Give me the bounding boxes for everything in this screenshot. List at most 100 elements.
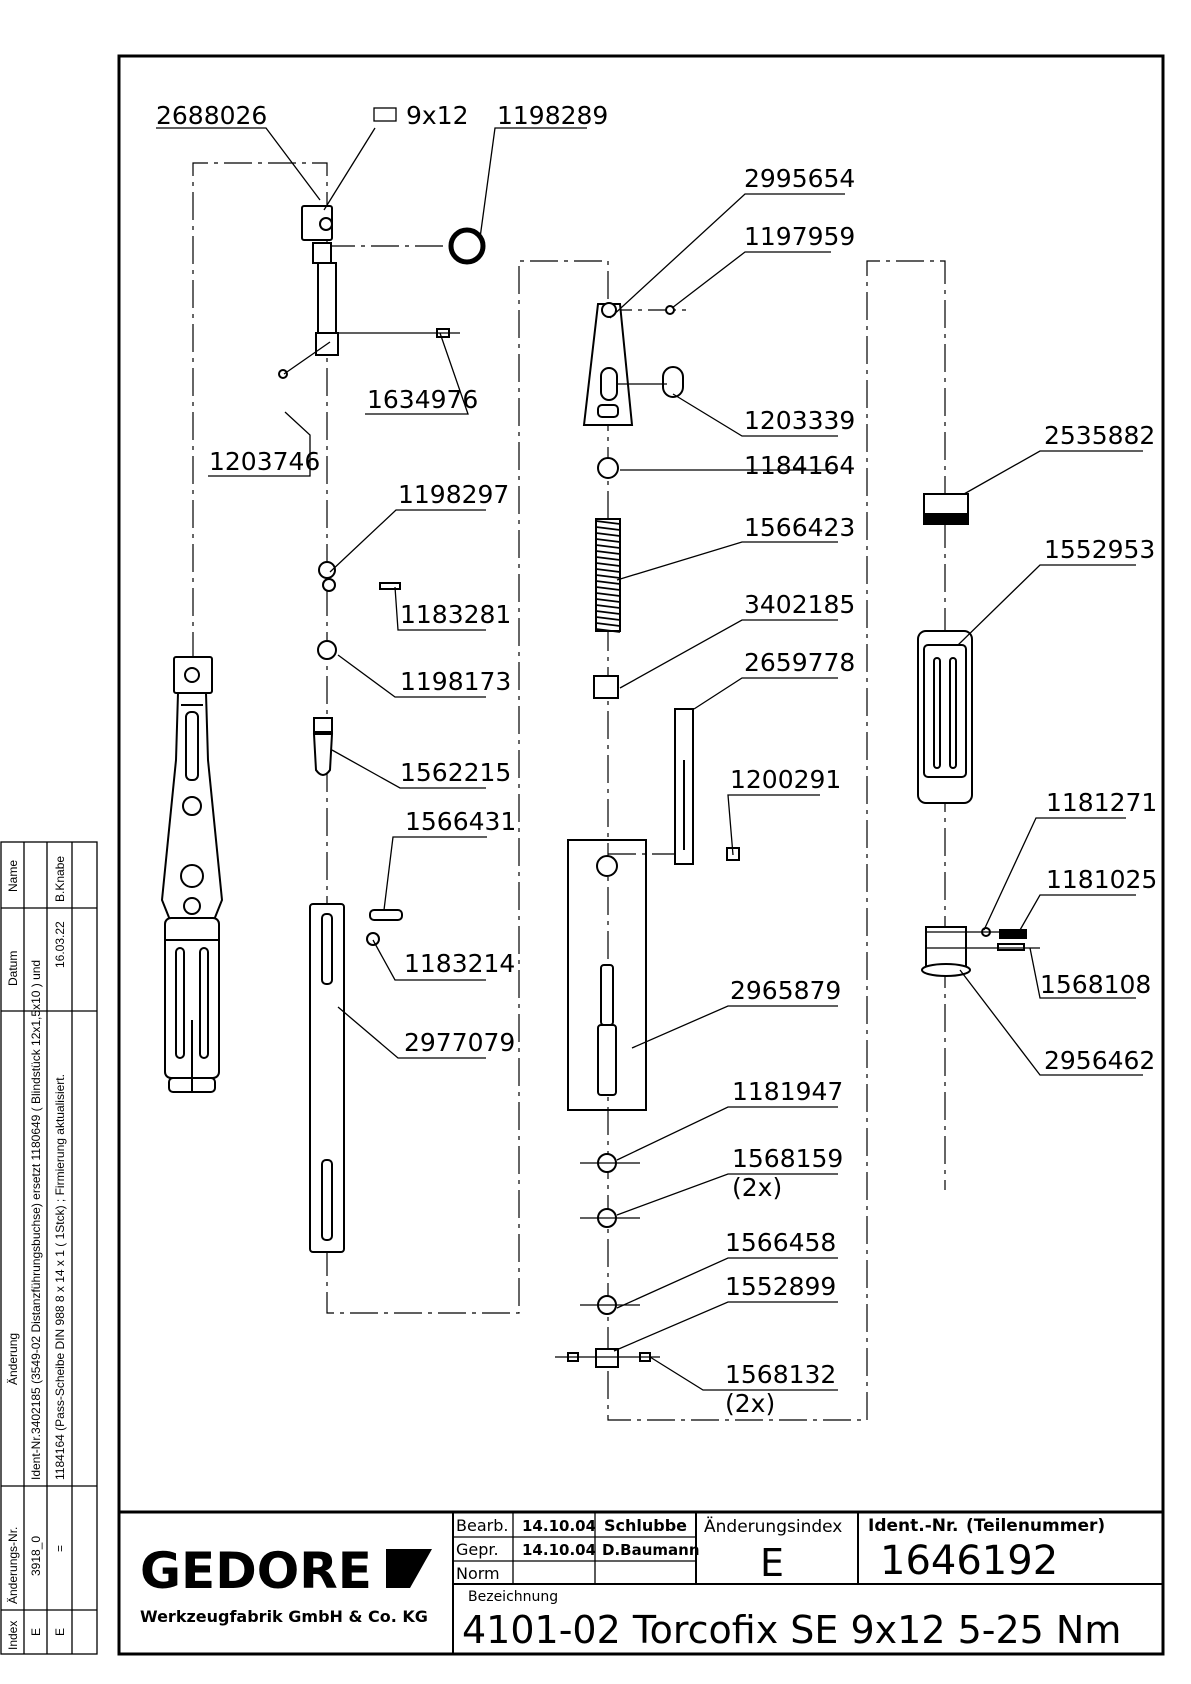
rev-header-aenderungs-nr: Änderungs-Nr. xyxy=(6,1527,20,1604)
spring-coil xyxy=(595,562,621,567)
label-1568108: 1568108 xyxy=(1040,970,1151,999)
label-1562215: 1562215 xyxy=(400,758,511,787)
spring-coil xyxy=(595,604,621,609)
spring-coil xyxy=(595,598,621,603)
label-square-drive: 9x12 xyxy=(406,101,469,130)
rev-row2-index: E xyxy=(53,1628,67,1636)
aenderungsindex-label: Änderungsindex xyxy=(704,1516,842,1537)
column-2-labels xyxy=(373,107,397,122)
spring-coil xyxy=(595,628,621,633)
label-1198297: 1198297 xyxy=(398,480,509,509)
rev-row2-nr: = xyxy=(53,1545,67,1552)
rev-row1-nr: 3918_0 xyxy=(29,1536,43,1576)
bearb-name: Schlubbe xyxy=(604,1516,687,1535)
label-1197959: 1197959 xyxy=(744,222,855,251)
column-2-parts xyxy=(278,205,486,1253)
ident-sub-label: (Teilenummer) xyxy=(966,1516,1105,1536)
label-1181025: 1181025 xyxy=(1046,865,1157,894)
company-sub: Werkzeugfabrik GmbH & Co. KG xyxy=(140,1607,428,1626)
label-1203746: 1203746 xyxy=(209,447,320,476)
ident-label: Ident.-Nr. xyxy=(868,1516,958,1536)
column-2-leaders xyxy=(156,127,587,1059)
spring-coil xyxy=(595,532,621,537)
rev-row2-text: 1184164 (Pass-Scheibe DIN 988 8 x 14 x 1… xyxy=(53,1074,67,1480)
rev-header-name: Name xyxy=(6,860,20,892)
spring-coil xyxy=(595,556,621,561)
rev-row1-index: E xyxy=(29,1628,43,1636)
gepr-date: 14.10.04 xyxy=(522,1541,596,1559)
spring-coil xyxy=(595,586,621,591)
spring-coil xyxy=(595,622,621,627)
norm-label: Norm xyxy=(456,1564,500,1583)
label-1200291: 1200291 xyxy=(730,765,841,794)
rev-row2-name: B.Knabe xyxy=(53,856,67,902)
label-1568159: 1568159 xyxy=(732,1144,843,1173)
spring-coil xyxy=(595,574,621,579)
spring-coil xyxy=(595,568,621,573)
label-1568159-qty: (2x) xyxy=(732,1173,782,1202)
spring-coil xyxy=(595,550,621,555)
spring-coils xyxy=(595,520,621,633)
bearb-date: 14.10.04 xyxy=(522,1517,596,1535)
label-2688026: 2688026 xyxy=(156,101,267,130)
gepr-name: D.Baumann xyxy=(602,1541,700,1559)
assembled-wrench xyxy=(160,656,224,1093)
label-1183281: 1183281 xyxy=(400,600,511,629)
label-2977079: 2977079 xyxy=(404,1028,515,1057)
title-block xyxy=(117,1510,1165,1656)
spring-coil xyxy=(595,592,621,597)
spring-coil xyxy=(595,544,621,549)
label-1634976: 1634976 xyxy=(367,385,478,414)
column-4-leaders xyxy=(926,450,1143,1076)
gepr-label: Gepr. xyxy=(456,1540,499,1559)
label-3402185: 3402185 xyxy=(744,590,855,619)
company-logo: GEDORE Werkzeugfabrik GmbH & Co. KG xyxy=(140,1542,432,1626)
spring-coil xyxy=(595,538,621,543)
spring-coil xyxy=(595,616,621,621)
label-1203339: 1203339 xyxy=(744,406,855,435)
label-1184164: 1184164 xyxy=(744,451,855,480)
spring-coil xyxy=(595,520,621,525)
rev-row2-datum: 16.03.22 xyxy=(53,921,67,968)
label-1566431: 1566431 xyxy=(405,807,516,836)
label-1568132-qty: (2x) xyxy=(725,1389,775,1418)
spring-coil xyxy=(595,526,621,531)
rev-header-datum: Datum xyxy=(6,951,20,986)
bezeichnung-label: Bezeichnung xyxy=(468,1589,558,1605)
logo-text: GEDORE xyxy=(140,1542,372,1600)
drawing-frame xyxy=(117,54,1165,1656)
label-1566458: 1566458 xyxy=(725,1228,836,1257)
revision-text: Index Änderungs-Nr. Änderung Datum Name … xyxy=(6,856,67,1650)
label-1552899: 1552899 xyxy=(725,1272,836,1301)
label-1568132: 1568132 xyxy=(725,1360,836,1389)
aenderungsindex-value: E xyxy=(760,1541,784,1585)
ident-value: 1646192 xyxy=(880,1538,1058,1584)
revision-table xyxy=(0,841,98,1655)
spring-coil xyxy=(595,610,621,615)
part-labels: 2688026 9x12 1198289 1634976 1203746 119… xyxy=(156,101,1157,1418)
label-2659778: 2659778 xyxy=(744,648,855,677)
column-3-parts xyxy=(567,302,740,1368)
label-2956462: 2956462 xyxy=(1044,1046,1155,1075)
rev-header-aenderung: Änderung xyxy=(6,1333,20,1385)
bezeichnung-value: 4101-02 Torcofix SE 9x12 5-25 Nm xyxy=(462,1608,1121,1652)
label-2995654: 2995654 xyxy=(744,164,855,193)
label-1198289: 1198289 xyxy=(497,101,608,130)
spring-coil xyxy=(595,580,621,585)
label-1198173: 1198173 xyxy=(400,667,511,696)
label-2535882: 2535882 xyxy=(1044,421,1155,450)
label-1181271: 1181271 xyxy=(1046,788,1157,817)
rev-header-index: Index xyxy=(6,1621,20,1650)
title-block-fields: Bearb. 14.10.04 Schlubbe Gepr. 14.10.04 … xyxy=(456,1516,1121,1652)
label-1181947: 1181947 xyxy=(732,1077,843,1106)
label-2965879: 2965879 xyxy=(730,976,841,1005)
rev-row1-text: Ident-Nr.3402185 (3549-02 Distanzführung… xyxy=(29,960,43,1480)
column-3-leaders xyxy=(555,193,845,1391)
bearb-label: Bearb. xyxy=(456,1516,508,1535)
logo-wedge xyxy=(386,1549,432,1588)
label-1566423: 1566423 xyxy=(744,513,855,542)
label-1552953: 1552953 xyxy=(1044,535,1155,564)
label-1183214: 1183214 xyxy=(404,949,515,978)
column-4-parts xyxy=(917,493,1027,977)
